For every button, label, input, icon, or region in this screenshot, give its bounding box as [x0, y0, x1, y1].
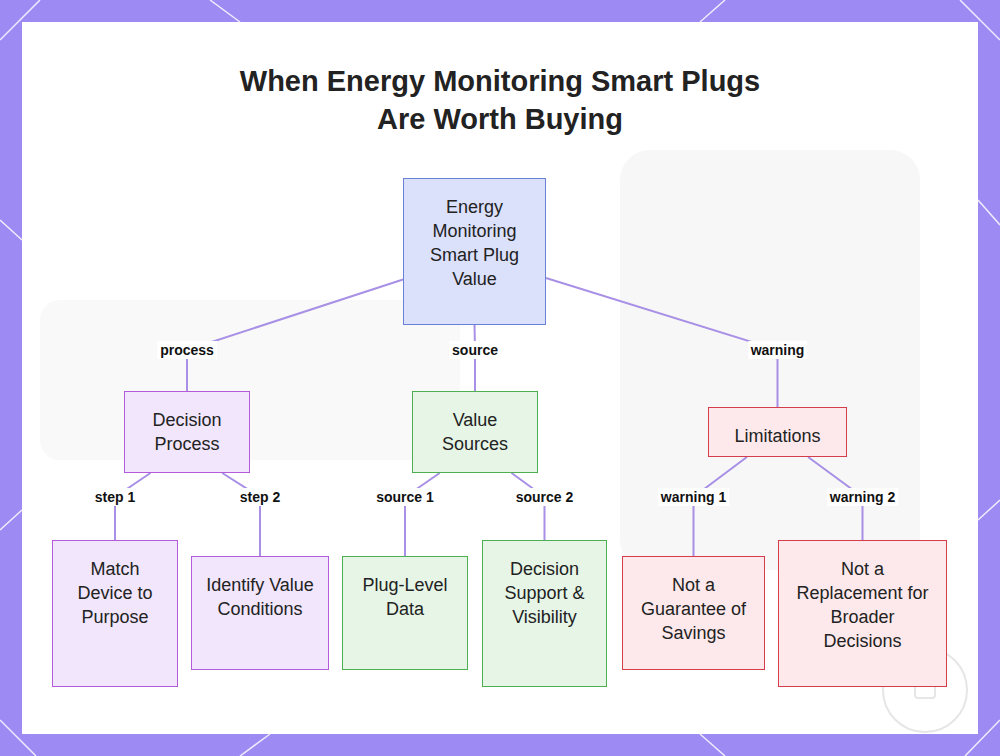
edge-label: warning	[748, 341, 808, 359]
edge-label: warning 2	[827, 488, 898, 506]
tree-connector	[187, 279, 403, 391]
leaf-box: Decision Support & Visibility	[482, 540, 607, 687]
node-label: Not a Replacement for Broader Decisions	[791, 557, 934, 653]
tree-connector	[115, 473, 150, 540]
tree-connector	[405, 473, 440, 556]
tree-connector	[222, 473, 260, 556]
tree-connector	[694, 457, 747, 556]
leaf-box: Plug-Level Data	[342, 556, 468, 670]
category-box: Value Sources	[412, 391, 538, 473]
node-label: Match Device to Purpose	[65, 557, 165, 629]
tree-connector	[546, 278, 778, 407]
edge-label: source 2	[513, 488, 577, 506]
node-label: Limitations	[734, 424, 820, 448]
edge-label: warning 1	[658, 488, 729, 506]
edge-label: process	[157, 341, 217, 359]
edge-label: step 1	[92, 488, 138, 506]
node-label: Energy Monitoring Smart Plug Value	[416, 195, 533, 291]
node-label: Plug-Level Data	[355, 573, 455, 621]
node-label: Decision Process	[137, 408, 237, 456]
diagram-title: When Energy Monitoring Smart Plugs Are W…	[215, 62, 785, 138]
tree-connector	[512, 473, 545, 540]
root-box: Energy Monitoring Smart Plug Value	[403, 178, 546, 325]
edge-label: source 1	[373, 488, 437, 506]
leaf-box: Not a Guarantee of Savings	[622, 556, 765, 670]
leaf-box: Identify Value Conditions	[191, 556, 329, 670]
node-label: Decision Support & Visibility	[495, 557, 594, 629]
leaf-box: Not a Replacement for Broader Decisions	[778, 540, 947, 687]
category-box: Decision Process	[124, 391, 250, 473]
node-label: Value Sources	[425, 408, 525, 456]
edge-label: source	[449, 341, 501, 359]
edge-label: step 2	[237, 488, 283, 506]
leaf-box: Match Device to Purpose	[52, 540, 178, 687]
node-label: Identify Value Conditions	[204, 573, 316, 621]
category-box: Limitations	[708, 407, 847, 457]
white-panel	[22, 22, 978, 734]
faded-background-image	[40, 150, 920, 570]
node-label: Not a Guarantee of Savings	[635, 573, 752, 645]
